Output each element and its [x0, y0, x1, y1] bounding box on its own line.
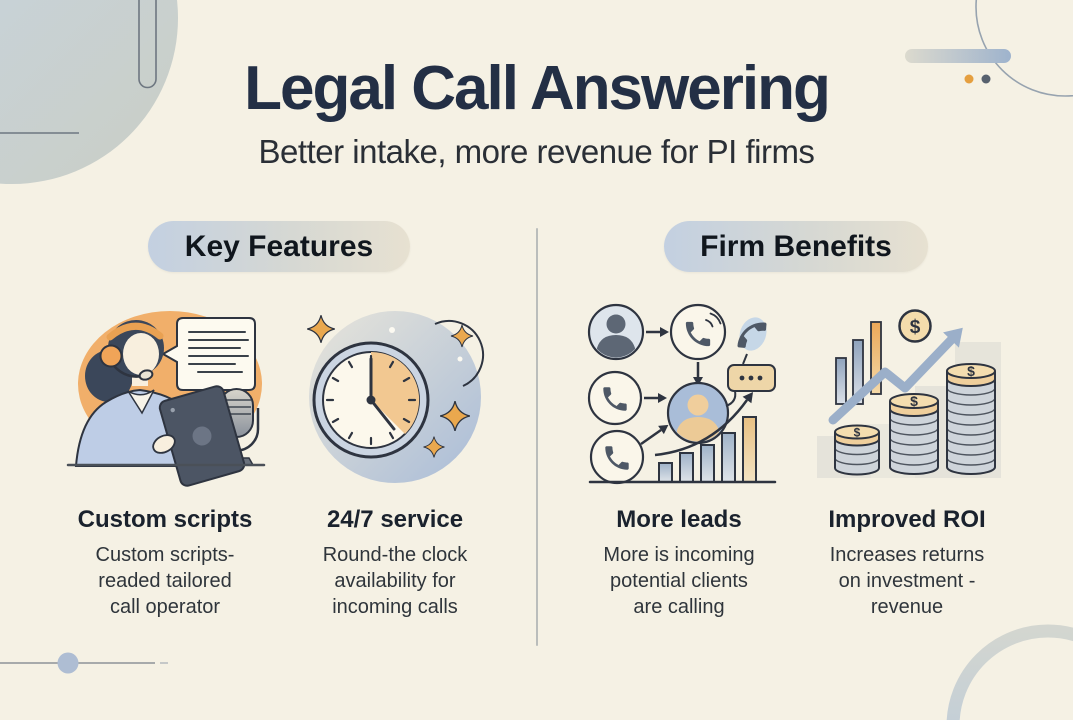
decor-dot [57, 652, 79, 674]
feature-custom-scripts: Custom scripts Custom scripts- readed ta… [52, 296, 278, 620]
item-heading: Improved ROI [828, 506, 986, 533]
star-dot [389, 327, 395, 333]
script-bubble-icon [160, 317, 256, 391]
star-dot [457, 356, 463, 362]
coin-stack-medium-icon: $ [888, 393, 939, 475]
clock-icon [312, 341, 430, 459]
decor-ring [946, 624, 1073, 720]
growth-arrow-icon [828, 327, 963, 425]
coin-stack-tall-icon: $ [945, 363, 996, 475]
feature-24-7-service: 24/7 service Round-the clock availabilit… [292, 296, 498, 620]
section-label-key-features: Key Features [148, 221, 410, 272]
handset-icon [736, 317, 767, 365]
mini-bars-icon [834, 321, 882, 405]
growth-curve-arrow [654, 399, 748, 457]
benefit-improved-roi: $ $ $ [802, 296, 1012, 620]
svg-text:$: $ [967, 363, 975, 379]
tablet-icon [158, 385, 246, 487]
phone-call-icon [587, 370, 642, 426]
call-operator-icon [66, 311, 266, 487]
item-description: Round-the clock availability for incomin… [322, 544, 468, 618]
item-heading: More leads [616, 506, 742, 533]
headset-earcup-icon [99, 344, 123, 368]
item-heading: Custom scripts [77, 506, 253, 533]
message-bubble-icon [726, 364, 776, 392]
connector-line [725, 390, 736, 407]
clock-moon-icon [307, 311, 485, 483]
page-title: Legal Call Answering [244, 54, 831, 123]
benefit-more-leads: More leads More is incoming potential cl… [576, 296, 782, 620]
leads-flow-icon [587, 303, 776, 485]
coin-stack-small-icon: $ [833, 424, 880, 476]
svg-text:$: $ [909, 317, 920, 338]
section-label-firm-benefits: Firm Benefits [664, 221, 928, 272]
ringing-phone-icon [669, 303, 726, 361]
page-subtitle: Better intake, more revenue for PI firms [258, 133, 815, 170]
growth-bars-icon [657, 416, 757, 483]
item-description: Custom scripts- readed tailored call ope… [95, 544, 235, 618]
section-divider [536, 228, 538, 646]
item-description: Increases returns on investment - revenu… [829, 544, 985, 618]
coins-growth-icon: $ $ $ [816, 309, 1001, 478]
contact-person-icon [587, 303, 644, 361]
item-heading: 24/7 service [326, 506, 464, 533]
intake-agent-icon [666, 381, 729, 445]
decor-bottom-left [0, 652, 168, 674]
flow-arrow [639, 428, 662, 446]
dollar-coin-icon: $ [897, 309, 932, 343]
sparkle-stars-icon [307, 315, 474, 458]
phone-call-icon [589, 429, 644, 485]
item-description: More is incoming potential clients are c… [603, 544, 755, 618]
svg-text:$: $ [910, 393, 918, 409]
moon-icon [434, 319, 485, 387]
headset-band-icon [106, 322, 164, 341]
svg-text:$: $ [853, 426, 860, 440]
hand [152, 434, 176, 454]
